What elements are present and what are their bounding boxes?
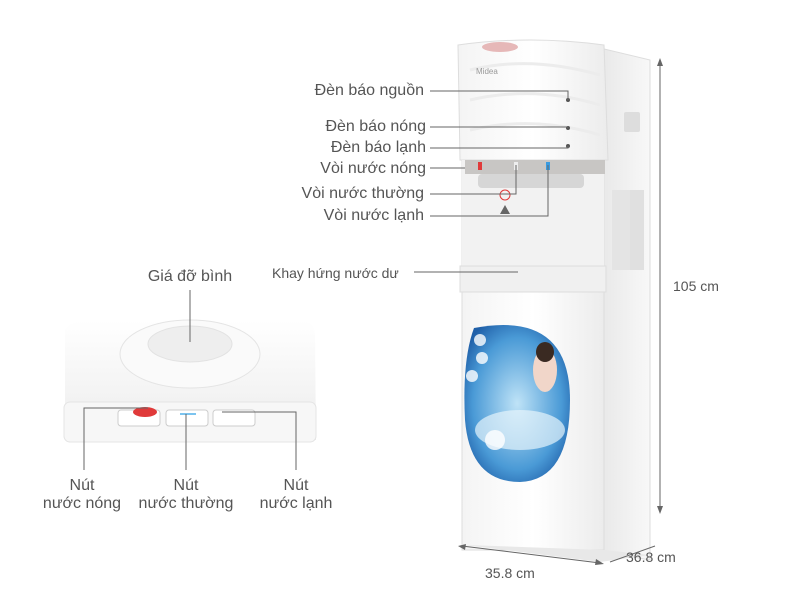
dimension-height: 105 cm <box>673 278 719 294</box>
label-cold-button: Nút nước lạnh <box>236 477 356 513</box>
label-cold-light: Đèn báo lạnh <box>330 139 426 156</box>
top-head <box>457 39 609 161</box>
label-cold-button-line1: Nút <box>283 477 309 494</box>
dimension-depth: 36.8 cm <box>626 549 676 565</box>
label-normal-tap: Vòi nước thường <box>301 185 424 202</box>
label-power-light: Đèn báo nguồn <box>314 82 424 99</box>
normal-button <box>165 409 209 427</box>
hot-tap-icon <box>478 162 482 170</box>
cold-button <box>212 409 256 427</box>
label-hot-button-line2: nước nóng <box>42 495 122 512</box>
label-hot-light: Đèn báo nóng <box>325 118 426 135</box>
label-bottle-holder: Giá đỡ bình <box>147 268 233 285</box>
label-normal-button-line2: nước thường <box>138 495 234 512</box>
label-hot-tap: Vòi nước nóng <box>320 160 426 177</box>
drip-tray <box>459 265 607 293</box>
label-drip-tray: Khay hứng nước dư <box>272 265 399 281</box>
label-normal-button-line1: Nút <box>173 477 199 494</box>
label-hot-button-line1: Nút <box>69 477 95 494</box>
label-cold-tap: Vòi nước lạnh <box>323 207 424 224</box>
label-hot-button: Nút nước nóng <box>22 477 142 513</box>
dimension-width: 35.8 cm <box>485 565 535 581</box>
door-sticker <box>464 325 570 482</box>
label-normal-button: Nút nước thường <box>126 477 246 513</box>
label-cold-button-line2: nước lạnh <box>259 495 333 512</box>
dimension-arrows <box>458 58 663 565</box>
leader-lines <box>83 62 661 564</box>
tap-panel <box>465 160 605 174</box>
water-dispenser: Midea <box>457 39 651 562</box>
side-vent <box>612 190 630 270</box>
brand-logo: Midea <box>476 67 498 76</box>
